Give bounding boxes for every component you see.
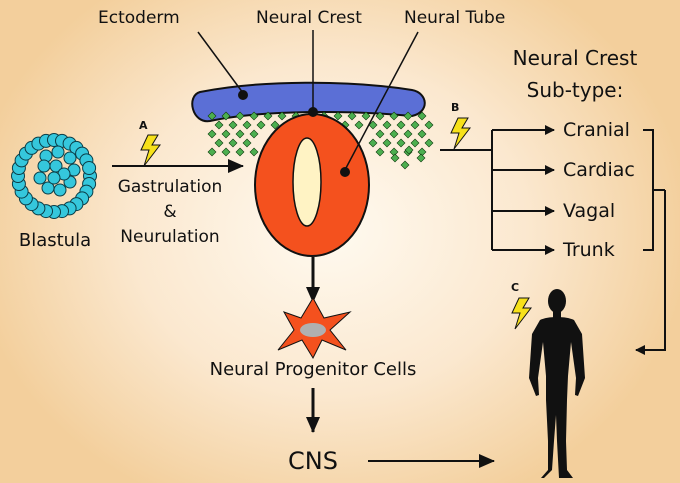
neural-crest-cell [256, 120, 266, 130]
neural-crest-cell [249, 111, 259, 121]
npc-label: Neural Progenitor Cells [209, 359, 417, 380]
neural-crest-cell [382, 138, 392, 148]
neural-crest-cell [333, 111, 343, 121]
subtype-bracket [635, 129, 666, 355]
subtype-trunk: Trunk [563, 239, 615, 261]
neural-crest-cell [235, 129, 245, 139]
neural-crest-cell [396, 138, 406, 148]
ampersand-label: & [163, 202, 177, 222]
neural-crest-cell [375, 129, 385, 139]
neural-crest-cell [417, 111, 427, 121]
blastula-cell [47, 171, 61, 185]
neural-crest-cell [221, 147, 231, 157]
neural-crest-cell [235, 147, 245, 157]
neural-crest-cell [242, 120, 252, 130]
neural-crest-dot [308, 107, 318, 117]
neural-crest-cell [207, 111, 217, 121]
neural-crest-cell [270, 120, 280, 130]
neural-crest-cell [214, 120, 224, 130]
subtype-cardiac: Cardiac [563, 159, 635, 181]
blastula-cell [51, 145, 65, 159]
blastula [11, 133, 97, 219]
ectoderm-label: Ectoderm [98, 8, 180, 28]
subtype-title-line-1: Neural Crest [512, 46, 638, 70]
neural-crest-cell [410, 120, 420, 130]
neural-crest-cell [249, 147, 259, 157]
neural-crest-cell [242, 138, 252, 148]
neural-crest-cell [221, 111, 231, 121]
neural-tube-leader-line [345, 31, 419, 169]
neural-crest-cell [207, 147, 217, 157]
subtype-title-line-2: Sub-type: [526, 78, 624, 102]
human-silhouette [529, 289, 585, 478]
neural-crest-cell [416, 153, 426, 163]
neural-crest-cell [389, 129, 399, 139]
subtype-vagal: Vagal [563, 200, 616, 222]
neural-crest-cell [249, 129, 259, 139]
neural-crest-cell [390, 153, 400, 163]
blastula-cell [33, 171, 47, 185]
cns-label: CNS [288, 447, 338, 475]
subtype-cranial: Cranial [563, 119, 630, 141]
marker-c: C [511, 281, 520, 294]
blastula-cell [82, 161, 97, 175]
neural-crest-cell [207, 129, 217, 139]
neural-crest-cell [417, 129, 427, 139]
neural-crest-cell [396, 120, 406, 130]
marker-b: B [451, 101, 460, 114]
gastrulation-label: Gastrulation [117, 177, 223, 197]
neural-crest-cells [207, 111, 434, 170]
neural-crest-cell [375, 147, 385, 157]
lightning-icon-b [450, 117, 472, 150]
neural-tube-dot [340, 167, 350, 177]
neural-crest-cell [347, 111, 357, 121]
neural-crest-cell [375, 111, 385, 121]
neural-crest-cell [277, 111, 287, 121]
neural-crest-cell [424, 120, 434, 130]
neural-crest-cell [228, 138, 238, 148]
npc-nucleus [300, 323, 326, 337]
neural-crest-cell [400, 160, 410, 170]
neural-crest-cell [382, 120, 392, 130]
neural-tube-lumen [292, 137, 322, 227]
marker-a: A [139, 119, 148, 132]
blastula-cell [41, 181, 55, 195]
lightning-icon-a [140, 134, 162, 167]
neural-crest-label: Neural Crest [256, 8, 362, 28]
neural-crest-cell [410, 138, 420, 148]
neural-crest-cell [221, 129, 231, 139]
neural-crest-cell [235, 111, 245, 121]
blastula-label: Blastula [18, 230, 92, 251]
neurulation-label: Neurulation [120, 227, 220, 247]
neural-crest-cell [403, 111, 413, 121]
neural-crest-cell [263, 111, 273, 121]
blastula-cell [53, 183, 67, 197]
neural-crest-cell [361, 111, 371, 121]
blastula-cell [63, 151, 77, 165]
blastula-cell [37, 159, 51, 173]
ectoderm-dot [238, 90, 248, 100]
ectoderm-leader-line [197, 31, 244, 94]
lightning-icon-c [511, 297, 533, 330]
neural-crest-cell [404, 145, 414, 155]
neural-crest-cell [354, 120, 364, 130]
neural-crest-cell [228, 120, 238, 130]
neural-crest-cell [389, 111, 399, 121]
neural-crest-cell [368, 138, 378, 148]
neural-tube-label: Neural Tube [404, 8, 506, 28]
neural-crest-cell [214, 138, 224, 148]
neural-crest-cell [368, 120, 378, 130]
neural-crest-cell [424, 138, 434, 148]
subtype-branch-tree [440, 125, 555, 255]
neural-crest-cell [403, 129, 413, 139]
